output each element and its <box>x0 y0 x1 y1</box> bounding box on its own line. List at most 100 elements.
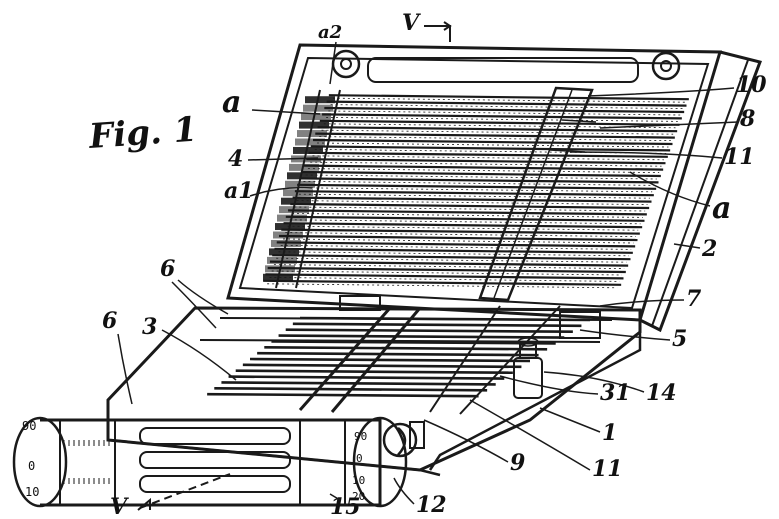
ref-label: 12 <box>416 492 447 518</box>
tape-strip <box>292 196 652 203</box>
ref-label: 11 <box>592 456 623 482</box>
index-column-edge <box>275 89 321 289</box>
drum-end-right <box>352 416 408 508</box>
tape-strip-detail <box>323 123 676 129</box>
tray-rail <box>298 307 392 411</box>
tape-strip-detail <box>305 174 657 180</box>
tape-strip <box>285 215 645 222</box>
ref-label: 11 <box>724 144 755 170</box>
ref-label: 4 <box>228 146 243 172</box>
leader-line <box>587 87 735 97</box>
ref-label: 15 <box>330 494 361 519</box>
lid-side-edge <box>651 59 749 327</box>
tape-strip <box>306 158 666 165</box>
drum-tick-marks <box>63 440 110 484</box>
tray-rail <box>459 305 561 415</box>
section-marker: V <box>402 10 421 36</box>
tape-strip <box>267 266 626 274</box>
tape-strip-detail <box>282 238 634 244</box>
tape-strip-detail <box>273 264 625 269</box>
tray-strip <box>292 322 582 328</box>
tape-strip-detail <box>294 206 646 212</box>
tape-strip <box>283 222 643 229</box>
lid-index-column <box>263 89 341 289</box>
ref-label: 31 <box>600 380 631 406</box>
dial-number: 10 <box>25 485 39 499</box>
index-cell <box>299 121 329 129</box>
dial-number: 20 <box>352 490 365 503</box>
tape-strip <box>326 100 687 107</box>
tray-strip <box>249 357 531 363</box>
tape-strip <box>281 228 640 235</box>
roller-knob-right <box>651 51 681 81</box>
leader-line <box>579 329 671 341</box>
tape-strip <box>322 113 682 120</box>
tape-strip-detail <box>330 104 683 109</box>
leader-line <box>629 171 711 207</box>
section-arrowhead <box>137 497 151 511</box>
ref-label: 8 <box>739 106 755 132</box>
ref-label: 7 <box>686 286 702 312</box>
dial-number: 0 <box>356 452 363 465</box>
tape-strip <box>278 234 638 242</box>
section-marker: V <box>110 494 129 519</box>
tape-strip <box>310 145 671 152</box>
tray-rail <box>330 307 422 413</box>
ref-label: a <box>712 191 731 226</box>
lid-inner-frame <box>238 56 710 310</box>
tape-strip <box>308 151 668 158</box>
tape-strip-detail <box>314 149 667 154</box>
ref-label: 10 <box>736 72 767 98</box>
tape-strip <box>299 177 659 184</box>
tape-strip-detail <box>332 97 685 103</box>
tape-strip <box>312 138 673 146</box>
tape-strip <box>324 106 685 114</box>
dial-number: 0 <box>28 459 35 473</box>
tape-strip-detail <box>271 270 622 276</box>
lid-top-slot <box>367 57 639 83</box>
ref-label: 3 <box>142 314 157 340</box>
leader-line <box>329 493 341 501</box>
ref-label: 2 <box>701 236 717 262</box>
index-cell <box>301 113 331 121</box>
tape-strip <box>315 132 675 139</box>
tray-strip <box>235 369 513 375</box>
leader-line <box>543 371 645 393</box>
leader-line <box>423 419 509 463</box>
tape-strip-detail <box>278 251 629 257</box>
index-cell <box>303 104 333 112</box>
tape-strip-detail <box>267 283 618 289</box>
leader-line <box>117 333 133 405</box>
leader-line <box>171 281 217 329</box>
figure-title: Fig. 1 <box>87 110 199 158</box>
tape-strip <box>288 209 647 216</box>
ref-label: 6 <box>160 256 175 282</box>
tape-strip-detail <box>292 213 643 218</box>
index-cell <box>293 146 323 154</box>
tray-strip <box>299 316 591 322</box>
tape-strip <box>301 170 661 178</box>
front-drum: 90 0 10 90 0 10 20 <box>12 416 425 508</box>
tape-strip <box>294 190 654 197</box>
ref-label: 6 <box>102 308 117 334</box>
leader-line <box>499 375 599 395</box>
roller-knob-left <box>331 49 361 79</box>
tray-strip <box>207 392 479 398</box>
leader-line <box>539 407 601 433</box>
dial-number: 90 <box>354 430 367 443</box>
tape-strip-detail <box>328 110 681 116</box>
ref-label: a2 <box>318 22 342 43</box>
ref-label: 1 <box>602 420 617 446</box>
tape-strip <box>317 126 678 133</box>
tape-strip <box>272 254 631 261</box>
ref-label: 14 <box>646 380 677 406</box>
leader-line <box>469 399 591 471</box>
leader-line <box>249 186 313 197</box>
tape-strip <box>263 279 622 286</box>
leader-line <box>251 109 321 115</box>
tray-strip <box>228 375 505 380</box>
index-cell <box>295 138 325 146</box>
lid-side <box>639 50 762 333</box>
